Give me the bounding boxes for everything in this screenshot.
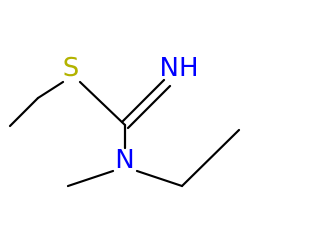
bond-ethyl-terminal	[180, 128, 241, 188]
bond-methyl-sulfur-upper	[36, 80, 65, 100]
bond-sulfur-carbon	[78, 80, 127, 127]
bond-carbon-imine-2	[126, 84, 172, 130]
sulfur-atom-label: S	[63, 53, 80, 83]
bond-nitrogen-methyl	[66, 169, 115, 188]
imine-atom-label: NH	[160, 53, 199, 83]
bond-nitrogen-ethyl	[135, 169, 184, 188]
molecule-structure: S NH N	[8, 53, 241, 188]
bond-methyl-sulfur	[8, 96, 40, 128]
amine-atom-label: N	[115, 145, 134, 175]
bond-carbon-imine-1	[120, 78, 166, 124]
